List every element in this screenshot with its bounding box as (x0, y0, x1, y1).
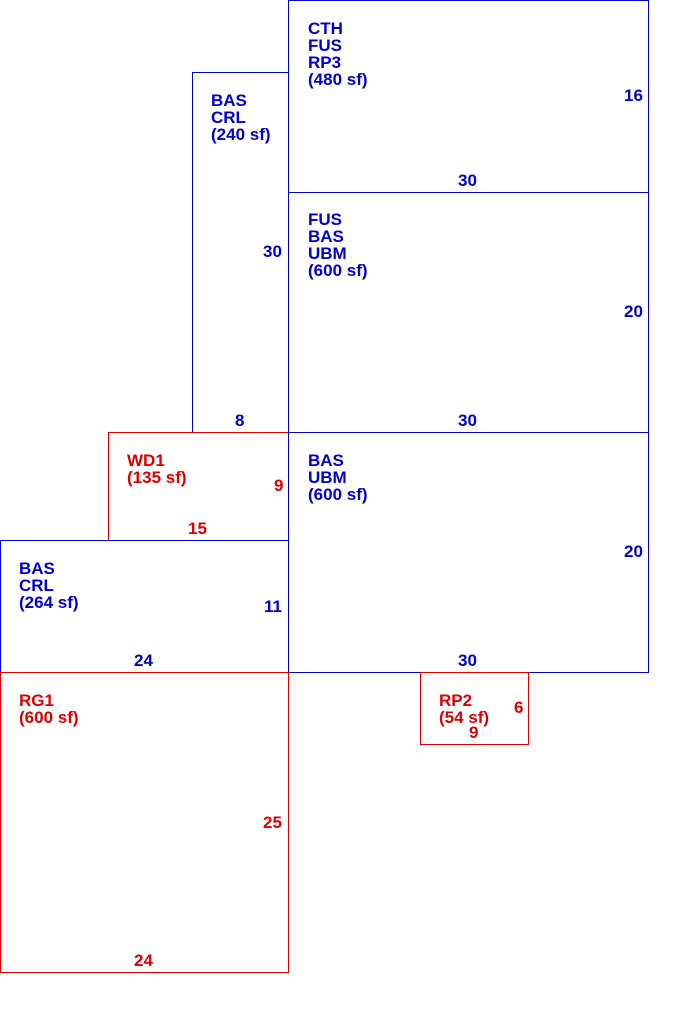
room-code: RG1 (19, 691, 54, 710)
dimension-width: 15 (188, 519, 207, 538)
dimension-width: 9 (469, 723, 479, 742)
room-code: CTH (308, 19, 343, 38)
room-code: RP2 (439, 691, 473, 710)
dimension-depth: 16 (624, 86, 643, 105)
room-code: BAS (211, 91, 247, 110)
room-area: (600 sf) (308, 261, 368, 280)
room-code: RP3 (308, 53, 342, 72)
room-label-rp2: RP2 (54 sf) (439, 692, 489, 726)
room-code: CRL (211, 108, 246, 127)
room-label-bas-crl-264: BAS CRL (264 sf) (19, 560, 79, 611)
room-area: (600 sf) (19, 708, 79, 727)
room-label-bas-crl-240: BAS CRL (240 sf) (211, 92, 271, 143)
room-area: (240 sf) (211, 125, 271, 144)
dimension-depth: 30 (263, 242, 282, 261)
room-code: UBM (308, 244, 347, 263)
dimension-depth: 20 (624, 302, 643, 321)
room-label-cth-fus-rp3: CTH FUS RP3 (480 sf) (308, 20, 368, 88)
dimension-depth: 25 (263, 813, 282, 832)
dimension-width: 8 (235, 411, 245, 430)
room-label-fus-bas-ubm: FUS BAS UBM (600 sf) (308, 211, 368, 279)
room-code: FUS (308, 36, 342, 55)
room-code: BAS (308, 451, 344, 470)
room-area: (54 sf) (439, 708, 490, 727)
room-code: WD1 (127, 451, 165, 470)
dimension-depth: 11 (264, 597, 282, 616)
room-area: (480 sf) (308, 70, 368, 89)
dimension-width: 30 (458, 651, 477, 670)
room-label-rg1: RG1 (600 sf) (19, 692, 79, 726)
room-label-wd1: WD1 (135 sf) (127, 452, 187, 486)
room-code: CRL (19, 576, 54, 595)
room-area: (135 sf) (127, 468, 187, 487)
dimension-width: 30 (458, 171, 477, 190)
dimension-depth: 9 (274, 476, 284, 495)
room-code: BAS (308, 227, 344, 246)
dimension-depth: 6 (514, 698, 524, 717)
room-rg1[interactable] (0, 672, 289, 973)
dimension-width: 30 (458, 411, 477, 430)
room-code: UBM (308, 468, 347, 487)
room-rp2[interactable] (420, 672, 529, 745)
dimension-width: 24 (134, 651, 153, 670)
room-label-bas-ubm: BAS UBM (600 sf) (308, 452, 368, 503)
room-area: (600 sf) (308, 485, 368, 504)
room-code: BAS (19, 559, 55, 578)
room-code: FUS (308, 210, 342, 229)
dimension-width: 24 (134, 951, 153, 970)
dimension-depth: 20 (624, 542, 643, 561)
room-area: (264 sf) (19, 593, 79, 612)
